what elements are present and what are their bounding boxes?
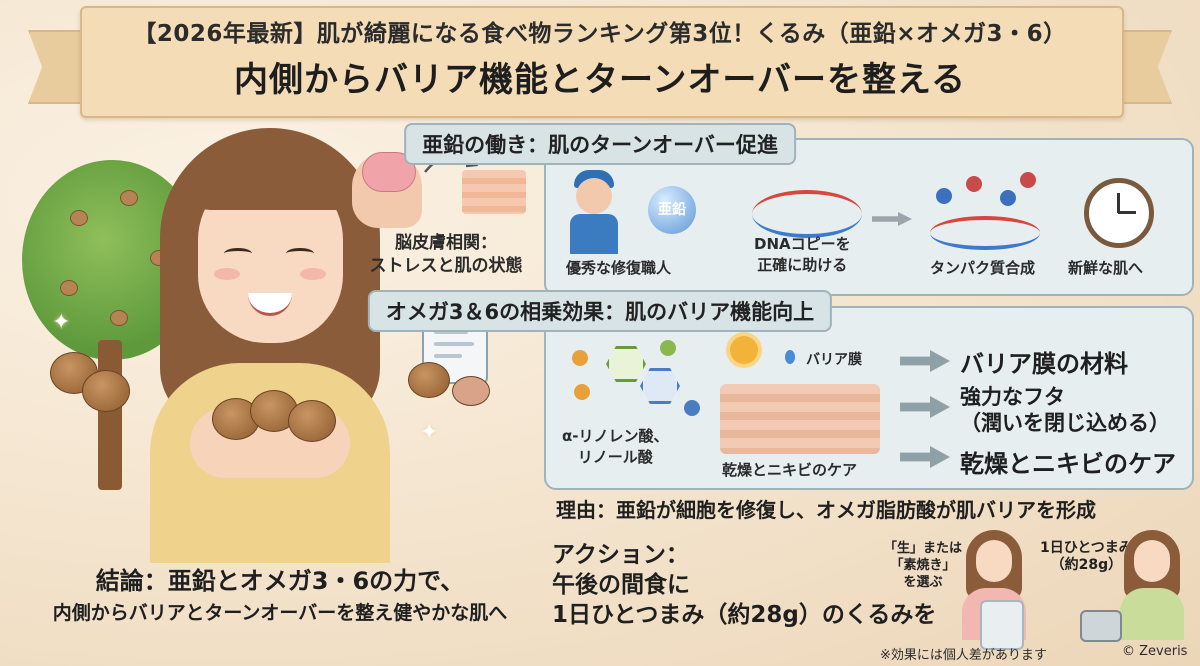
tree-trunk (98, 340, 122, 490)
woman-eating-icon (1120, 530, 1184, 640)
title-banner (80, 6, 1124, 118)
fatty-acid-label: α-リノレン酸、 リノール酸 (562, 427, 669, 466)
step-protein-synthesis: タンパク質合成 (930, 259, 1036, 277)
title-line-1: 【2026年最新】肌が綺麗になる食べ物ランキング第3位！くるみ（亜鉛×オメガ3・… (133, 21, 1067, 47)
molecule-hexagon-icon (606, 346, 646, 382)
title-line-2: 内側からバリア機能とターンオーバーを整える (234, 60, 966, 100)
molecule-atom-icon (572, 350, 588, 366)
walnut-icon (82, 370, 130, 412)
walnut-icon (408, 362, 450, 398)
kitchen-scale-icon (1080, 610, 1122, 642)
walnut-icon (110, 310, 128, 326)
tip-raw-roasted: 「生」または 「素焼き」 を選ぶ (884, 541, 963, 590)
skin-care-label: 乾燥とニキビのケア (722, 461, 858, 479)
protein-molecule-icon (936, 188, 952, 204)
reason-text: 理由：亜鉛が細胞を修復し、オメガ脂肪酸が肌バリアを形成 (556, 498, 1096, 522)
step-dna-copy: DNAコピーを 正確に助ける (754, 235, 851, 274)
dna-icon (930, 216, 1040, 250)
molecule-atom-icon (660, 340, 676, 356)
molecule-hexagon-icon (640, 368, 680, 404)
benefit-dryness-acne: 乾燥とニキビのケア (960, 450, 1176, 478)
action: アクション： 午後の間食に 1日ひとつまみ（約28g）のくるみを (552, 542, 937, 628)
worker-icon (576, 178, 612, 214)
zinc-molecule-icon: 亜鉛 (648, 186, 696, 234)
walnut-icon (120, 190, 138, 206)
step-repair-worker: 優秀な修復職人 (566, 259, 672, 277)
sparkle-icon: ✦ (52, 310, 71, 335)
tip-daily-amount: 1日ひとつまみ （約28g） (1040, 540, 1133, 573)
clock-icon (1084, 178, 1154, 248)
sparkle-icon: ✦ (420, 420, 439, 445)
conclusion: 結論：亜鉛とオメガ3・6の力で、 内側からバリアとターンオーバーを整え健やかな肌… (52, 567, 508, 624)
salmon-icon (452, 376, 490, 406)
zinc-panel-heading: 亜鉛の働き：肌のターンオーバー促進 (404, 123, 796, 165)
smiling-woman (150, 128, 390, 563)
brain-skin-label: 脳皮膚相関： ストレスと肌の状態 (369, 233, 523, 276)
walnut-icon (60, 280, 78, 296)
molecule-atom-icon (574, 384, 590, 400)
sun-icon (730, 336, 758, 364)
dna-icon (752, 190, 862, 238)
barrier-film-label: バリア膜 (806, 352, 862, 368)
copyright: © Zeveris (1122, 644, 1188, 659)
walnut-bag-icon (980, 600, 1024, 650)
walnut-icon (288, 400, 336, 442)
skin-cross-section-icon (462, 170, 526, 214)
water-drop-icon (785, 350, 795, 364)
illustration-left: ✦ ✦ (0, 120, 540, 563)
walnut-icon (70, 210, 88, 226)
footnote: ※効果には個人差があります (880, 648, 1047, 663)
molecule-atom-icon (684, 400, 700, 416)
step-fresh-skin: 新鮮な肌へ (1068, 259, 1144, 277)
omega-panel-heading: オメガ3＆6の相乗効果：肌のバリア機能向上 (367, 290, 833, 332)
worker-overalls (570, 214, 618, 254)
benefit-strong-lid: 強力なフタ （潤いを閉じ込める） (960, 385, 1170, 435)
skin-layer-icon (720, 384, 880, 454)
benefit-barrier-material: バリア膜の材料 (960, 350, 1128, 378)
